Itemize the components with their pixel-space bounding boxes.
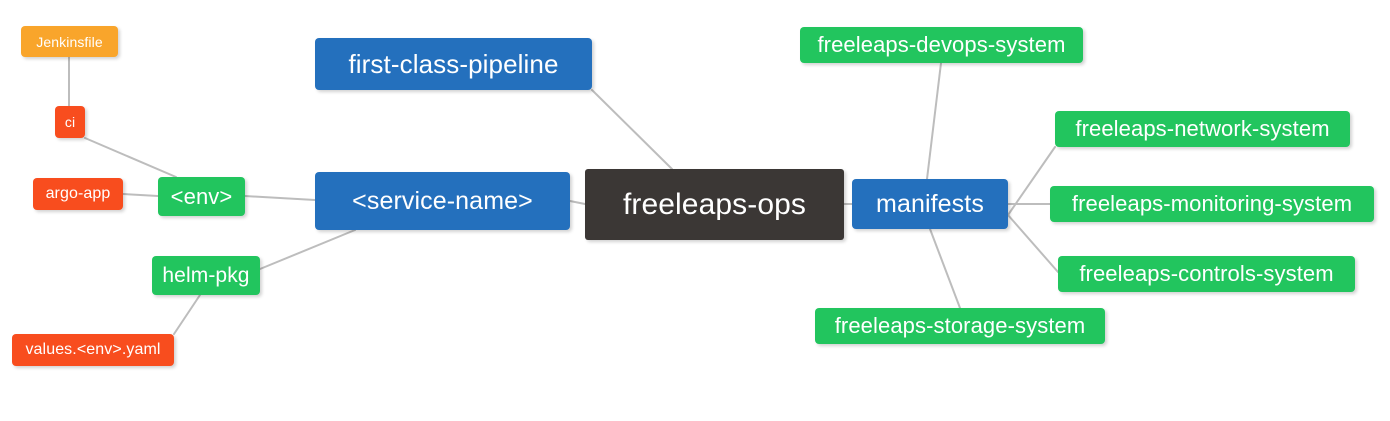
node-label: first-class-pipeline	[348, 49, 559, 79]
node-label: freeleaps-devops-system	[817, 32, 1066, 57]
node-label: manifests	[876, 189, 984, 218]
edge-root-to-first-class-pipeline	[591, 89, 673, 170]
node-freeleaps-network-system[interactable]: freeleaps-network-system	[1055, 111, 1350, 147]
node-label: Jenkinsfile	[36, 33, 103, 50]
node-helm-pkg[interactable]: helm-pkg	[152, 256, 260, 295]
node-label: <env>	[170, 183, 233, 209]
node-label: <service-name>	[352, 186, 533, 215]
node-label: ci	[64, 114, 76, 130]
node-freeleaps-controls-system[interactable]: freeleaps-controls-system	[1058, 256, 1355, 292]
node-label: freeleaps-ops	[622, 187, 807, 221]
node-manifests[interactable]: manifests	[852, 179, 1008, 229]
node-label: freeleaps-storage-system	[834, 313, 1086, 338]
node-label: argo-app	[45, 185, 111, 202]
node-freeleaps-devops-system[interactable]: freeleaps-devops-system	[800, 27, 1083, 63]
node-freeleaps-storage-system[interactable]: freeleaps-storage-system	[815, 308, 1105, 344]
node-root[interactable]: freeleaps-ops	[585, 169, 844, 240]
node-label: freeleaps-controls-system	[1079, 261, 1334, 286]
node-first-class-pipeline[interactable]: first-class-pipeline	[315, 38, 592, 90]
node-label: helm-pkg	[162, 264, 250, 287]
node-values-env-yaml[interactable]: values.<env>.yaml	[12, 334, 174, 366]
edge-manifests-to-freeleaps-network-system	[1007, 146, 1056, 216]
node-env[interactable]: <env>	[158, 177, 245, 216]
edge-service-name-to-helm-pkg	[259, 229, 356, 270]
edge-root-to-service-name	[569, 200, 586, 205]
node-jenkinsfile[interactable]: Jenkinsfile	[21, 26, 118, 57]
edge-service-name-to-env	[244, 195, 316, 201]
node-service-name[interactable]: <service-name>	[315, 172, 570, 230]
edge-manifests-to-freeleaps-devops-system	[926, 62, 942, 180]
node-label: freeleaps-network-system	[1075, 116, 1330, 141]
edge-helm-pkg-to-values-env-yaml	[173, 294, 201, 335]
edge-env-to-ci	[84, 137, 177, 178]
node-freeleaps-monitoring-system[interactable]: freeleaps-monitoring-system	[1050, 186, 1374, 222]
node-label: values.<env>.yaml	[25, 341, 161, 358]
edge-manifests-to-freeleaps-storage-system	[929, 228, 961, 309]
edge-manifests-to-freeleaps-controls-system	[1007, 214, 1059, 273]
node-argo-app[interactable]: argo-app	[33, 178, 123, 210]
edge-env-to-argo-app	[122, 193, 159, 197]
node-ci[interactable]: ci	[55, 106, 85, 138]
node-label: freeleaps-monitoring-system	[1071, 191, 1353, 216]
